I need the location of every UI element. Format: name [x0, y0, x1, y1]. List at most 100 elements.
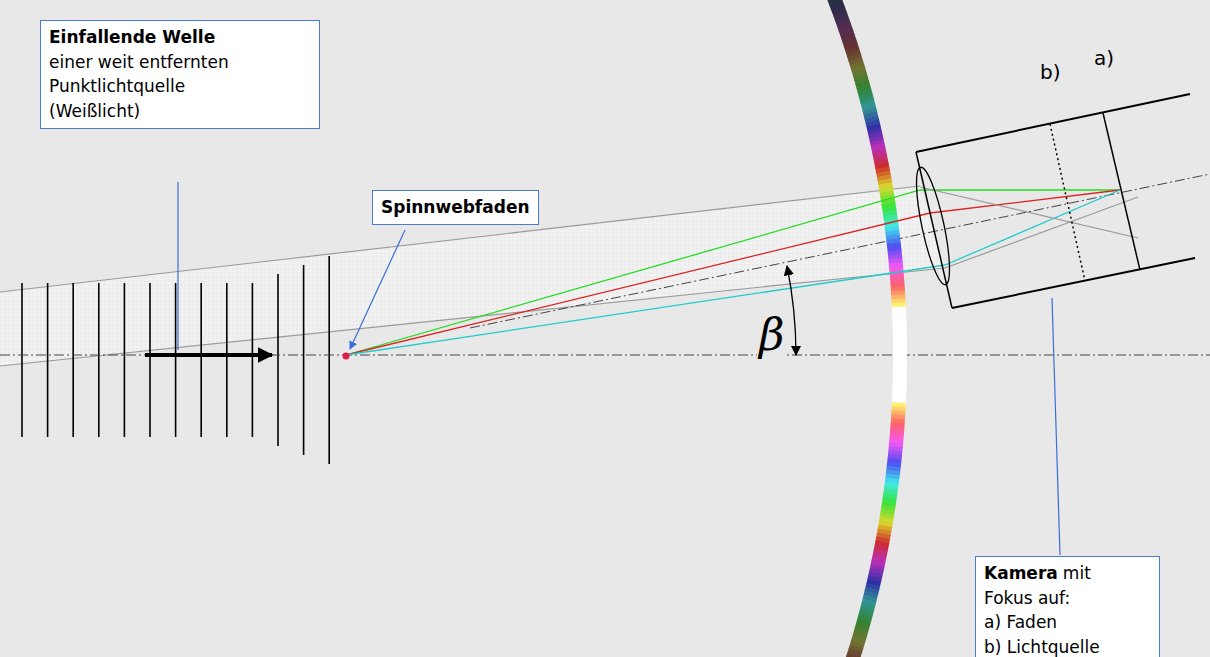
spectrum-segment: [862, 623, 863, 627]
plane-label: b): [1038, 61, 1063, 83]
camera-wall: [952, 258, 1195, 308]
callout-box: Einfallende Welle einer weit entfernten P…: [40, 20, 320, 129]
spectrum-segment: [867, 604, 868, 608]
spectrum-segment: [869, 596, 870, 600]
red-ray: [346, 190, 1120, 355]
text-group: a) Faden: [984, 610, 1151, 635]
callout-heading: Kamera: [984, 563, 1058, 583]
text-group: b) Lichtquelle: [984, 635, 1151, 657]
camera-wall: [916, 94, 1190, 152]
spectrum-segment: [843, 21, 845, 25]
callout-text: b) Lichtquelle: [984, 637, 1100, 657]
spectrum-segment: [845, 29, 846, 33]
text-group: Spinnwebfaden: [381, 195, 530, 220]
wavefront-line: [149, 283, 151, 437]
spectrum-segment: [854, 55, 855, 59]
spectrum-segment: [864, 90, 865, 94]
band-ray: [945, 197, 1138, 268]
band-ray: [920, 187, 1138, 238]
spectrum-segment: [863, 620, 864, 624]
text-group: Kameramit Fokus auf:: [984, 561, 1114, 610]
spectrum-segment: [868, 600, 869, 604]
wavefront-line: [47, 283, 49, 437]
spectrum-segment: [893, 347, 907, 352]
spectrum-segment: [893, 351, 907, 356]
wavefront-line: [328, 256, 330, 464]
wavefront-line: [252, 283, 254, 437]
text-group: einer weit entfernten Punktlichtquelle (…: [49, 50, 234, 124]
wavefront-line: [200, 283, 202, 437]
spectrum-segment: [854, 650, 855, 654]
spectrum-segment: [893, 359, 907, 364]
spectrum-segment: [837, 6, 839, 10]
spectrum-segment: [871, 589, 872, 593]
spectrum-segment: [893, 355, 907, 360]
callout-box: Spinnwebfaden: [372, 190, 539, 225]
spectrum-segment: [839, 10, 841, 14]
spectrum-segment: [850, 44, 851, 48]
spectrum-segment: [875, 133, 876, 137]
callout-heading: Spinnwebfaden: [381, 197, 530, 217]
spectrum-segment: [852, 48, 853, 52]
wavefronts: [22, 256, 329, 464]
spectrum-segment: [861, 78, 862, 82]
spectrum-segment: [867, 102, 868, 106]
spectrum-segment: [872, 585, 873, 589]
spectrum-segment: [844, 25, 846, 29]
spectrum-segment: [862, 82, 863, 86]
wavefront-line: [175, 283, 177, 437]
spectrum-segment: [866, 608, 867, 612]
spectrum-segment: [869, 109, 870, 113]
lens: [910, 165, 956, 287]
callout-text: a) Faden: [984, 612, 1057, 632]
spectrum-segment: [855, 59, 856, 63]
wavefront-line: [98, 283, 100, 437]
camera-axis: [470, 174, 1210, 328]
wavefront-line: [21, 283, 23, 437]
spectrum-segment: [861, 627, 862, 631]
spectrum-segment: [874, 577, 875, 581]
spectrum-segment: [863, 86, 864, 90]
spectrum-segment: [873, 125, 874, 129]
spectrum-segment: [865, 612, 866, 616]
leader-line: [177, 182, 178, 350]
optical-axis: [0, 355, 1210, 356]
spectrum-segment: [836, 2, 838, 6]
wavefront-line: [277, 274, 279, 446]
spectrum-segment: [860, 631, 861, 635]
spectrum-segment: [866, 98, 867, 102]
spectrum-segment: [855, 646, 856, 650]
direction-arrow: [145, 353, 272, 357]
spectrum-segment: [864, 616, 865, 620]
spectrum-segment: [870, 592, 871, 596]
spectrum-segment: [870, 113, 871, 117]
callout-text: einer weit entfernten Punktlichtquelle (…: [49, 52, 229, 121]
spectrum-segment: [841, 17, 843, 21]
text-group: Einfallende Welle: [49, 25, 311, 50]
band-edge: [0, 186, 920, 292]
wavefront-line: [226, 283, 228, 437]
spectrum-segment: [868, 105, 869, 109]
spectrum-segment: [893, 343, 907, 348]
spectrum-segment: [853, 52, 854, 56]
spectrum-segment: [853, 654, 854, 657]
spectrum-segment: [856, 63, 857, 67]
spectrum-segment: [893, 367, 907, 372]
spectrum-segment: [847, 33, 848, 37]
spectrum-segment: [859, 635, 860, 639]
callout-box: Kameramit Fokus auf:a) Faden b) Lichtquel…: [975, 556, 1160, 657]
callout-heading: Einfallende Welle: [49, 27, 215, 47]
wavefront-line: [124, 283, 126, 437]
spectrum-segment: [893, 335, 907, 340]
spectrum-segment: [856, 643, 857, 647]
band-edge: [0, 268, 945, 366]
spectrum-segment: [865, 94, 866, 98]
angle-symbol: β: [757, 311, 786, 359]
wavefront-line: [303, 265, 305, 455]
diffraction-ring: [833, 0, 900, 657]
plane-label: a): [1092, 47, 1116, 69]
leader-line: [350, 230, 405, 349]
green-ray: [346, 190, 1120, 355]
cyan-ray: [346, 190, 1120, 355]
